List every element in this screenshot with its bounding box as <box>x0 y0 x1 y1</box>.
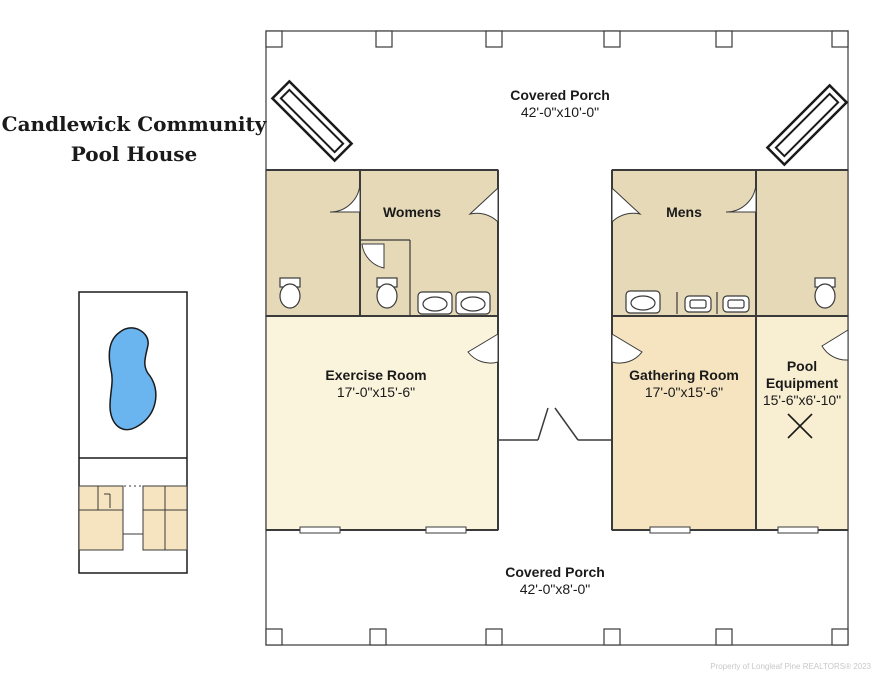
room-name: Covered Porch <box>505 564 605 580</box>
porch-posts-top <box>265 30 849 48</box>
site-plan-thumbnail <box>78 291 188 574</box>
room-dimensions: 17'-0"x15'-6" <box>336 384 416 400</box>
porch-posts-bottom <box>265 628 849 646</box>
room-name: Mens <box>666 204 702 220</box>
womens-stall <box>360 239 411 316</box>
covered-porch-top-label: Covered Porch 42'-0"x10'-0" <box>480 87 640 121</box>
sinks-womens <box>417 291 491 315</box>
toilet-womens <box>376 277 398 309</box>
room-name-line2: Equipment <box>765 375 839 391</box>
exercise-room-label: Exercise Room 17'-0"x15'-6" <box>296 367 456 401</box>
watermark: Property of Longleaf Pine REALTORS® 2023 <box>710 662 871 671</box>
lounge-chair-left <box>270 79 354 163</box>
plan-title-line2: Pool House <box>70 142 198 166</box>
sink-mens <box>625 290 661 314</box>
room-name-line1: Pool <box>786 358 818 374</box>
gathering-windows <box>649 526 819 534</box>
urinals-mens <box>676 292 750 314</box>
plan-title-line1: Candlewick Community <box>1 112 267 136</box>
exercise-windows <box>299 526 467 534</box>
toilet-left-storage <box>279 277 301 309</box>
pool-equipment-label: Pool Equipment 15'-6"x6'-10" <box>756 358 848 409</box>
toilet-right-storage <box>814 277 836 309</box>
doors-right-block <box>611 181 849 364</box>
room-name: Gathering Room <box>629 367 739 383</box>
doors-left-block <box>329 181 499 364</box>
womens-label: Womens <box>362 204 462 221</box>
lounge-chair-right <box>765 83 849 167</box>
mens-label: Mens <box>634 204 734 221</box>
equipment-x-mark <box>787 413 813 439</box>
room-name: Exercise Room <box>325 367 427 383</box>
room-name: Womens <box>382 204 442 220</box>
covered-porch-bottom-label: Covered Porch 42'-0"x8'-0" <box>475 564 635 598</box>
breezeway-gate <box>498 407 612 441</box>
gathering-room-label: Gathering Room 17'-0"x15'-6" <box>614 367 754 401</box>
exercise-room <box>265 315 499 531</box>
pool-shape <box>108 327 157 431</box>
room-dimensions: 15'-6"x6'-10" <box>762 392 842 408</box>
room-dimensions: 17'-0"x15'-6" <box>644 384 724 400</box>
room-dimensions: 42'-0"x8'-0" <box>519 581 591 597</box>
room-dimensions: 42'-0"x10'-0" <box>520 104 600 120</box>
room-name: Covered Porch <box>510 87 610 103</box>
